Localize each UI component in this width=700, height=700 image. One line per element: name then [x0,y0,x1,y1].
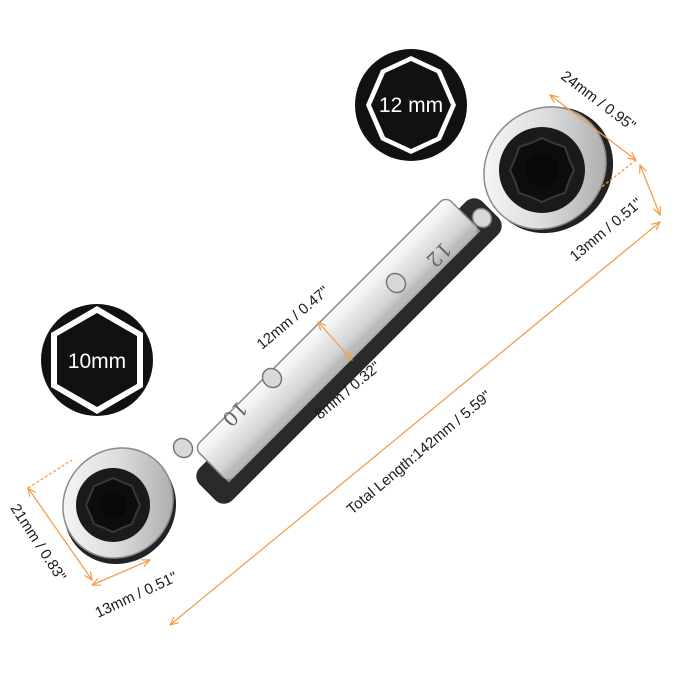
label-head-small-thickness: 13mm / 0.51" [93,569,181,622]
dim-line-head-large-thickness [640,165,660,215]
dim-line-total-length [170,222,660,625]
label-head-small-width: 21mm / 0.83" [7,501,70,585]
label-total-length: Total Length:142mm / 5.59" [344,387,495,518]
badge-10mm-label: 10mm [68,350,126,373]
badge-12mm-label: 12 mm [379,94,443,117]
badge-12mm: 12 mm [355,49,467,161]
dim-line-head-small-width [28,488,92,580]
dimension-lines [28,95,660,625]
badge-10mm: 10mm [41,304,153,416]
dim-line-head-small-thickness [92,560,150,585]
rivet-icon [172,437,194,459]
dim-line-head-large-width [550,95,636,160]
